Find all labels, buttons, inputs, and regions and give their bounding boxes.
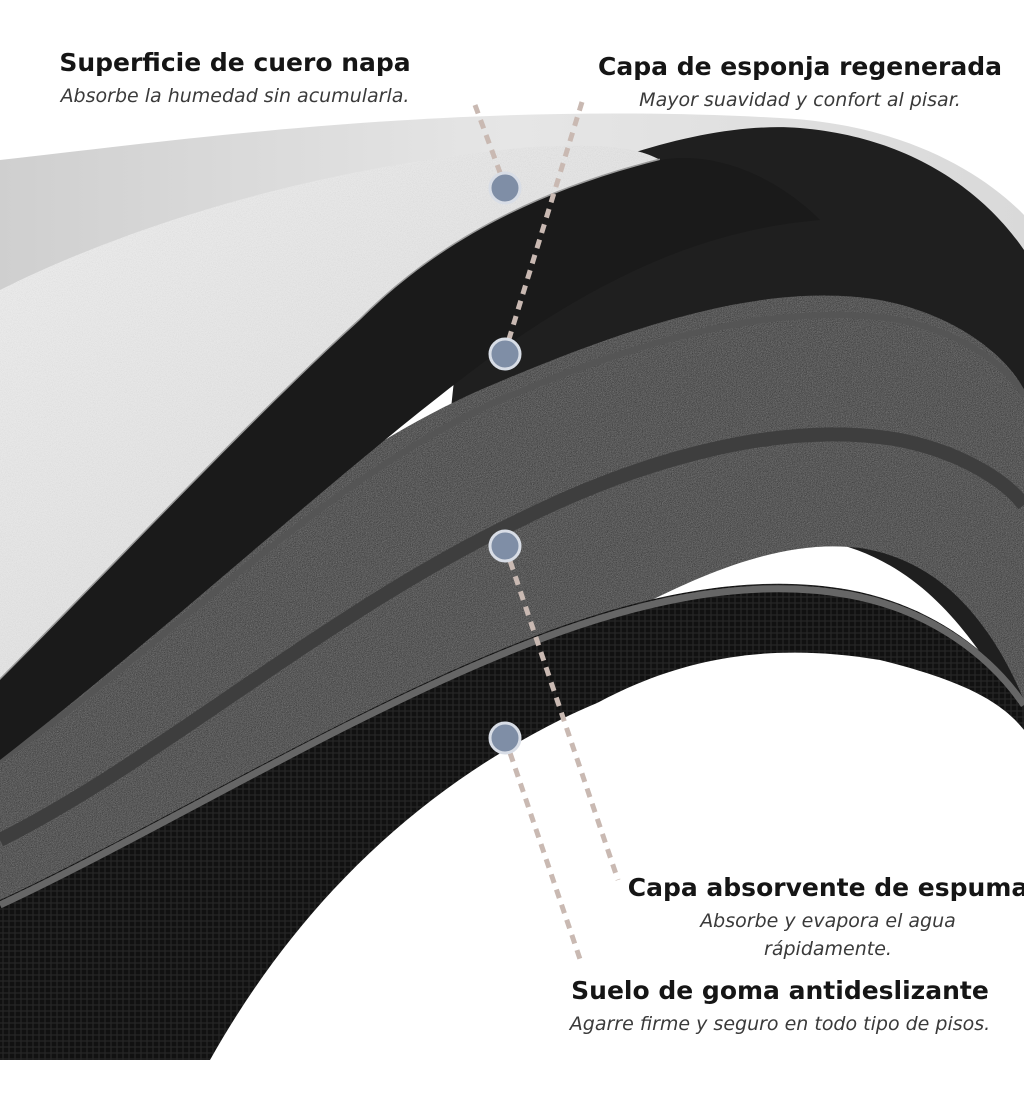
marker-foam [490,531,520,561]
label-rubber: Suelo de goma antideslizante Agarre firm… [540,976,1020,1039]
label-foam-title: Capa absorvente de espuma [618,873,1024,902]
label-sponge: Capa de esponja regenerada Mayor suavida… [560,52,1024,115]
marker-leather [490,173,520,203]
label-rubber-title: Suelo de goma antideslizante [540,976,1020,1005]
marker-rubber [490,723,520,753]
label-foam-description: Absorbe y evapora el agua rápidamente. [663,908,993,963]
label-leather-description: Absorbe la humedad sin acumularla. [0,83,470,111]
label-sponge-title: Capa de esponja regenerada [560,52,1024,81]
label-rubber-description: Agarre firme y seguro en todo tipo de pi… [540,1011,1020,1039]
label-sponge-description: Mayor suavidad y confort al pisar. [560,87,1024,115]
label-leather: Superficie de cuero napa Absorbe la hume… [0,48,470,111]
label-foam: Capa absorvente de espuma Absorbe y evap… [618,873,1024,963]
label-leather-title: Superficie de cuero napa [0,48,470,77]
marker-sponge [490,339,520,369]
